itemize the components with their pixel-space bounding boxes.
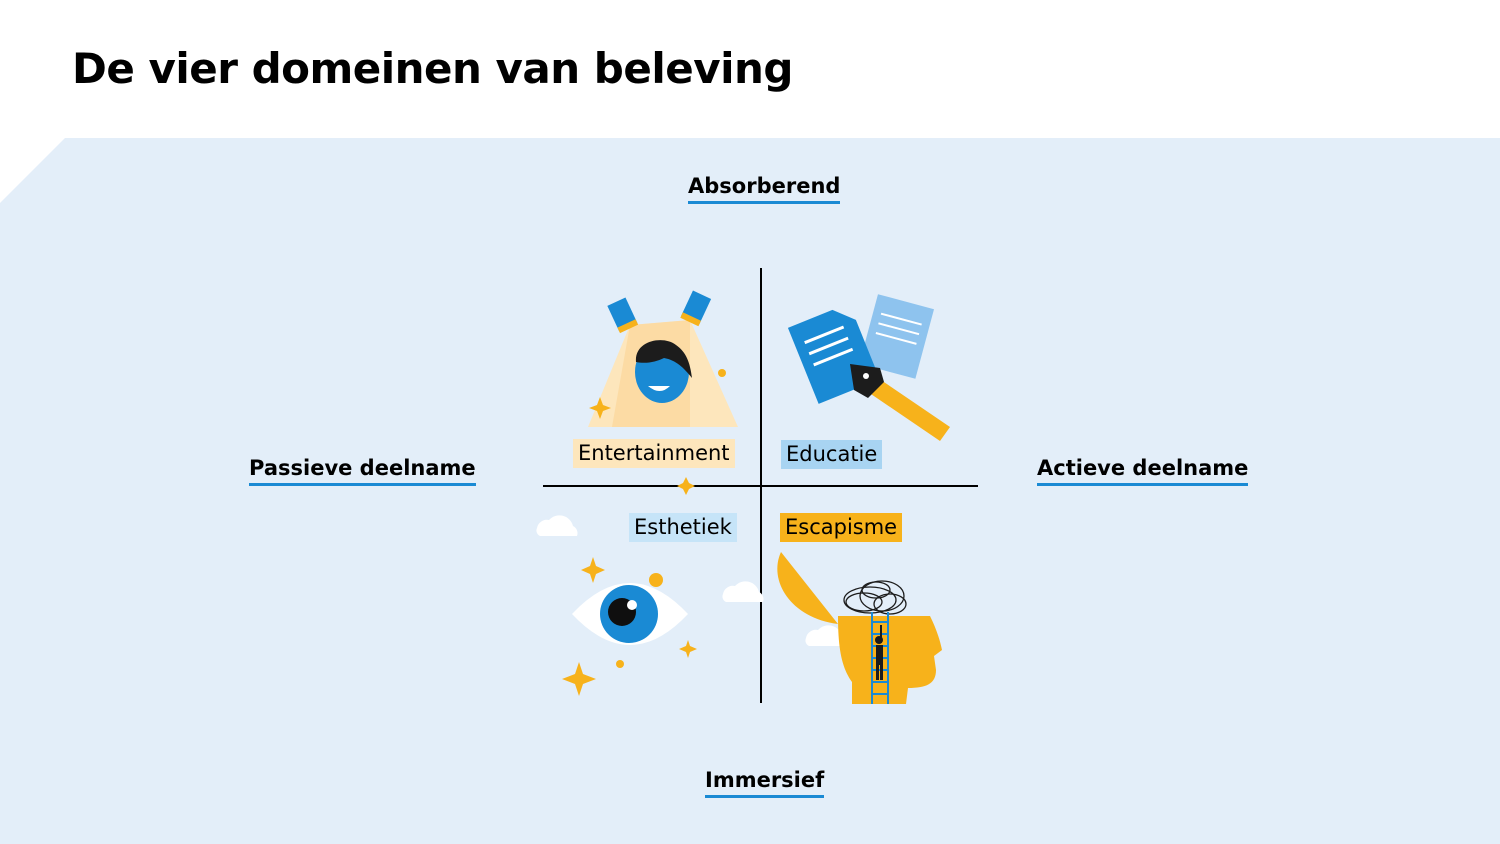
quadrant-label-educatie: Educatie: [781, 440, 883, 469]
quadrant-label-entertainment: Entertainment: [573, 439, 735, 468]
axis-label-right: Actieve deelname: [1037, 456, 1249, 486]
spotlight-performer-icon: [588, 290, 738, 427]
quadrant-label-escapisme: Escapisme: [780, 513, 903, 542]
axis-label-left: Passieve deelname: [249, 456, 476, 486]
eye-icon: [536, 515, 764, 696]
page-title: De vier domeinen van beleving: [72, 44, 793, 93]
sparkle-icon: [677, 477, 695, 495]
axis-label-top: Absorberend: [688, 174, 841, 204]
quadrant-label-esthetiek: Esthetiek: [629, 513, 737, 542]
axis-label-bottom: Immersief: [705, 768, 825, 798]
documents-pen-icon: [787, 294, 950, 441]
open-head-ladder-icon: [777, 552, 942, 704]
